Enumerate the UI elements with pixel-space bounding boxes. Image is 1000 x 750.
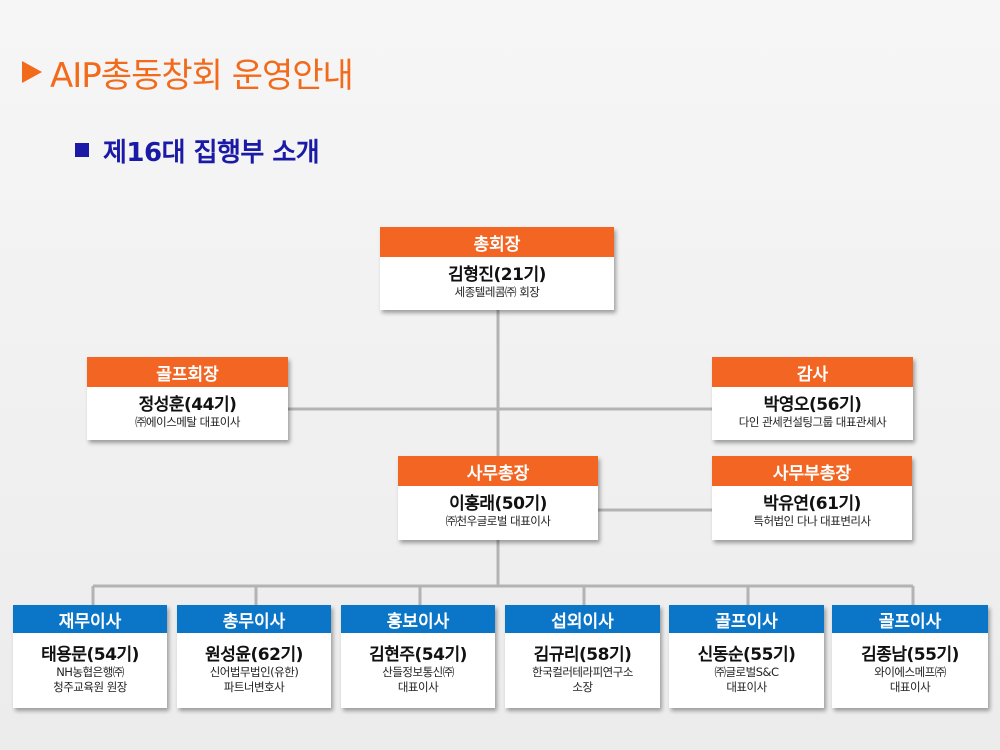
director-box-5: 골프이사 신동순(55기) ㈜글로벌S&C 대표이사 [669,605,824,708]
president-name: 김형진(21기) [448,265,546,285]
secretary-general-role: 사무총장 [398,456,598,486]
director-name: 김규리(58기) [533,645,632,665]
deputy-secretary-box: 사무부총장 박유연(61기) 특허법인 다나 대표변리사 [712,456,912,540]
director-desc-line1: 산들정보통신㈜ [382,665,454,679]
director-box-1: 재무이사 태용문(54기) NH농협은행㈜ 청주교육원 원장 [13,605,167,708]
deputy-secretary-desc: 특허법인 다나 대표변리사 [753,514,871,528]
director-desc-line2: 대표이사 [397,680,439,694]
president-box: 총회장 김형진(21기) 세종텔레콤㈜ 회장 [380,227,614,310]
auditor-role: 감사 [712,357,913,387]
president-role: 총회장 [380,227,614,257]
director-name: 원성윤(62기) [205,645,303,665]
director-box-3: 홍보이사 김현주(54기) 산들정보통신㈜ 대표이사 [341,605,495,708]
director-role: 홍보이사 [341,605,495,633]
golf-chair-name: 정성훈(44기) [138,395,237,415]
golf-chair-desc: ㈜에이스메탈 대표이사 [135,415,240,429]
deputy-secretary-name: 박유연(61기) [763,494,861,514]
section-subtitle: 제16대 집행부 소개 [75,130,320,170]
auditor-name: 박영오(56기) [763,395,862,415]
director-role: 총무이사 [177,605,331,633]
director-box-6: 골프이사 김종남(55기) 와이에스메프㈜ 대표이사 [832,605,988,708]
director-desc-line2: 청주교육원 원장 [53,680,127,694]
director-role: 골프이사 [832,605,988,633]
director-name: 김현주(54기) [369,645,467,665]
director-desc-line2: 소장 [572,680,593,694]
director-desc-line1: 신어법무법인(유한) [209,665,299,679]
auditor-box: 감사 박영오(56기) 다인 관세컨설팅그룹 대표관세사 [712,357,913,440]
president-desc: 세종텔레콤㈜ 회장 [454,285,540,299]
auditor-desc: 다인 관세컨설팅그룹 대표관세사 [738,415,887,429]
director-desc-line2: 대표이사 [889,680,931,694]
director-role: 섭외이사 [505,605,660,633]
director-desc-line1: ㈜글로벌S&C [714,665,779,679]
square-bullet-icon [75,143,89,157]
director-desc-line1: 와이에스메프㈜ [874,665,946,679]
secretary-general-box: 사무총장 이홍래(50기) ㈜천우글로벌 대표이사 [398,456,598,540]
director-name: 김종남(55기) [861,645,959,665]
director-desc-line1: 한국컬러테라피연구소 [532,665,633,679]
director-role: 재무이사 [13,605,167,633]
golf-chair-role: 골프회장 [87,357,288,387]
director-role: 골프이사 [669,605,824,633]
triangle-bullet-icon [22,61,42,83]
director-desc-line2: 파트너변호사 [223,680,285,694]
director-name: 신동순(55기) [697,645,796,665]
director-box-4: 섭외이사 김규리(58기) 한국컬러테라피연구소 소장 [505,605,660,708]
section-subtitle-text: 제16대 집행부 소개 [103,137,320,168]
secretary-general-name: 이홍래(50기) [449,494,547,514]
director-desc-line1: NH농협은행㈜ [56,665,124,679]
director-desc-line2: 대표이사 [726,680,767,694]
page-title: AIP총동창회 운영안내 [22,50,354,96]
secretary-general-desc: ㈜천우글로벌 대표이사 [445,514,551,528]
deputy-secretary-role: 사무부총장 [712,456,912,486]
director-box-2: 총무이사 원성윤(62기) 신어법무법인(유한) 파트너변호사 [177,605,331,708]
golf-chair-box: 골프회장 정성훈(44기) ㈜에이스메탈 대표이사 [87,357,288,440]
director-name: 태용문(54기) [41,645,139,665]
page-title-text: AIP총동창회 운영안내 [50,55,354,96]
